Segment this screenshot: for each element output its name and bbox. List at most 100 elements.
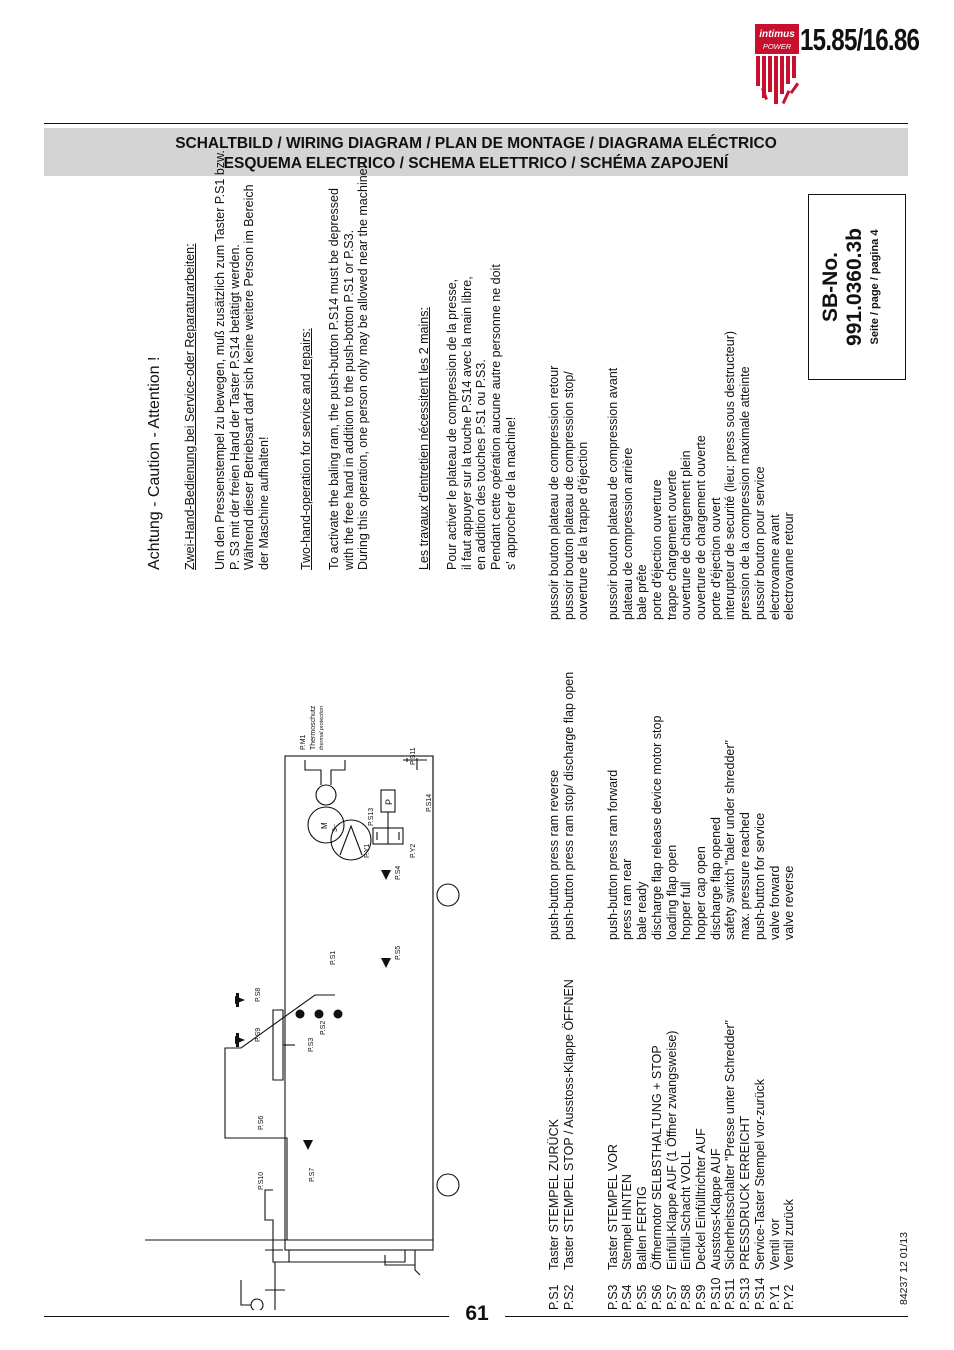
model-number: 15.85/16.86 xyxy=(800,22,920,57)
legend-fr-item: porte d'éjection ouvert xyxy=(708,497,723,620)
caution-line: To activate the baling ram, the push-but… xyxy=(327,188,341,570)
legend-code: P.S11 xyxy=(723,1278,738,1310)
caution-en-title: Two-hand-operation for service and repai… xyxy=(299,328,313,570)
sb-page: Seite / page / pagina 4 xyxy=(869,229,881,345)
label-ps3: P.S3 xyxy=(308,1038,315,1052)
legend-en-item: valve reverse xyxy=(782,865,797,940)
legend-de-item: Taster STEMPEL ZURÜCK xyxy=(547,1119,561,1270)
legend-de-item: Ventil zurück xyxy=(782,1199,797,1270)
label-ps11: P.S11 xyxy=(410,747,417,765)
legend-code: P.S7 xyxy=(664,1284,679,1311)
brand-text: intimus xyxy=(759,29,795,40)
legend-en-item: press ram rear xyxy=(620,858,635,940)
legend-de-item: Stempel HINTEN xyxy=(620,1174,635,1270)
label-ps7: P.S7 xyxy=(309,1168,316,1182)
legend-de-item: Einfüll-Schacht VOLL xyxy=(679,1151,694,1270)
caution-line: s' approcher de la machine! xyxy=(503,416,518,570)
legend-en-item: discharge flap release device motor stop xyxy=(649,715,664,940)
legend-code: P.S1 xyxy=(547,1284,561,1311)
sb-number: 991.0360.3b xyxy=(843,228,866,346)
baler-housing xyxy=(284,755,434,1251)
legend-fr-item: trappe chargement ouverte xyxy=(664,469,679,620)
caution-line: Pour activer le plateau de compression d… xyxy=(445,278,459,570)
caution-line: with the free hand in addition to the pu… xyxy=(341,229,356,570)
legend-code: P.S14 xyxy=(752,1277,767,1310)
legend-fr-item: ouverture de chargement ouverte xyxy=(694,435,709,620)
legend-fr-item: ouverture de chargement plein xyxy=(679,450,694,620)
legend-code: P.S5 xyxy=(635,1284,650,1311)
legend-code: P.S8 xyxy=(679,1284,694,1311)
legend-code: P.S3 xyxy=(605,1284,620,1311)
legend-de-item: Deckel Einfülltrichter AUF xyxy=(694,1128,708,1270)
legend-code: P.Y1 xyxy=(767,1284,782,1311)
legend-en-item: push-button press ram reverse xyxy=(547,769,561,940)
legend-fr-item: bale prête xyxy=(635,564,650,620)
legend-de-item: PRESSDRUCK ERREICHT xyxy=(738,1115,753,1270)
label-motor-phase: 3~ xyxy=(332,824,339,832)
legend-de-item: Sicherheitsschalter "Presse unter Schred… xyxy=(723,1020,738,1270)
label-pressure: P xyxy=(384,799,394,805)
legend-code: P.S4 xyxy=(620,1284,635,1311)
legend-fr-item: interupteur de securité (lieu: press sou… xyxy=(723,330,738,620)
legend-en-item: hopper full xyxy=(679,881,694,940)
label-ps5: P.S5 xyxy=(395,946,402,960)
label-ps13: P.S13 xyxy=(368,808,375,826)
title-line-1: SCHALTBILD / WIRING DIAGRAM / PLAN DE MO… xyxy=(175,135,777,152)
caution-heading: Achtung - Caution - Attention ! xyxy=(146,356,163,570)
label-ps8: P.S8 xyxy=(255,988,262,1002)
legend-en-item: hopper cap open xyxy=(694,846,708,940)
legend-en-item: max. pressure reached xyxy=(738,812,753,940)
document-id: 84237 12 01/13 xyxy=(898,1232,910,1305)
label-ps6: P.S6 xyxy=(258,1116,265,1130)
legend-de-item: Einfüll-Klappe AUF (1 Öffner zwangsweise… xyxy=(664,1030,679,1270)
footer-rule-right xyxy=(505,1316,908,1317)
sb-label: SB-No. xyxy=(819,252,842,322)
legend-fr-item: electrovanne avant xyxy=(767,514,782,620)
wiring-diagram: P.S1 P.S2 P.S3 P.S4 P.S5 P.S6 P.S7 P.S8 … xyxy=(145,705,460,1310)
legend-code: P.S10 xyxy=(708,1277,723,1310)
caution-de-title: Zwei-Hand-Bedienung bei Service-oder Rep… xyxy=(183,243,197,570)
legend-fr-item: pussoir bouton plateau de compression st… xyxy=(561,371,576,620)
caution-line: Während dieser Betriebsart darf sich kei… xyxy=(242,184,257,570)
caution-fr-text: Pour activer le plateau de compression d… xyxy=(445,264,519,570)
legend-de-item: Ballen FERTIG xyxy=(635,1186,650,1270)
caution-de-text: Um den Pressenstempel zu bewegen, muß zu… xyxy=(213,150,272,570)
label-ps14: P.S14 xyxy=(426,794,433,812)
label-motor: M xyxy=(320,822,329,829)
legend-fr-item: electrovanne retour xyxy=(782,512,797,620)
caution-line: Um den Pressenstempel zu bewegen, muß zu… xyxy=(213,150,227,570)
legend-en-item: safety switch "baler under shredder" xyxy=(723,740,738,940)
legend-de-item: Taster STEMPEL VOR xyxy=(605,1144,620,1270)
legend-code: P.S6 xyxy=(649,1284,664,1311)
legend-en-item: push-button press ram stop/ discharge fl… xyxy=(561,671,576,940)
legend-fr-item: pussoir bouton plateau de compression av… xyxy=(605,367,620,620)
label-ps10: P.S10 xyxy=(258,1172,265,1190)
legend-code: P.S2 xyxy=(561,1284,576,1311)
page-number: 61 xyxy=(465,1302,489,1325)
label-ps1: P.S1 xyxy=(330,951,337,965)
legend-de-item: Ventil vor xyxy=(767,1218,782,1270)
caution-line: der Maschine aufhalten! xyxy=(257,436,272,570)
legend-fr-item: plateau de compression arrière xyxy=(620,447,635,620)
legend-en-item: push-button press ram forward xyxy=(605,769,620,940)
caution-line: Pendant cette opération aucune autre per… xyxy=(489,264,504,570)
legend-code: P.Y2 xyxy=(782,1284,797,1311)
footer-rule-left xyxy=(44,1316,449,1317)
legend-code: P.S13 xyxy=(738,1277,753,1310)
label-ps2: P.S2 xyxy=(320,1021,327,1035)
legend-fr-item: pussoir bouton plateau de compression re… xyxy=(547,365,561,620)
label-thermo-en: thermal protection xyxy=(319,706,325,750)
header-rule xyxy=(44,123,908,124)
sb-number-box: SB-No. 991.0360.3b Seite / page / pagina… xyxy=(808,194,906,380)
legend-en-item: loading flap open xyxy=(664,844,679,940)
legend-de-item: Taster STEMPEL STOP / Ausstoss-Klappe ÖF… xyxy=(561,979,576,1270)
caution-line: en addition des touches P.S1 ou P.S3. xyxy=(474,359,489,570)
title-line-2: ESQUEMA ELECTRICO / SCHEMA ELETTRICO / S… xyxy=(223,155,729,172)
legend-en-item: valve forward xyxy=(767,865,782,940)
rotated-content: P.S1 P.S2 P.S3 P.S4 P.S5 P.S6 P.S7 P.S8 … xyxy=(145,150,915,1310)
caution-fr-title: Les travaux d'entretien nécessitent les … xyxy=(417,307,431,570)
caution-line: During this operation, one person only m… xyxy=(356,164,371,570)
